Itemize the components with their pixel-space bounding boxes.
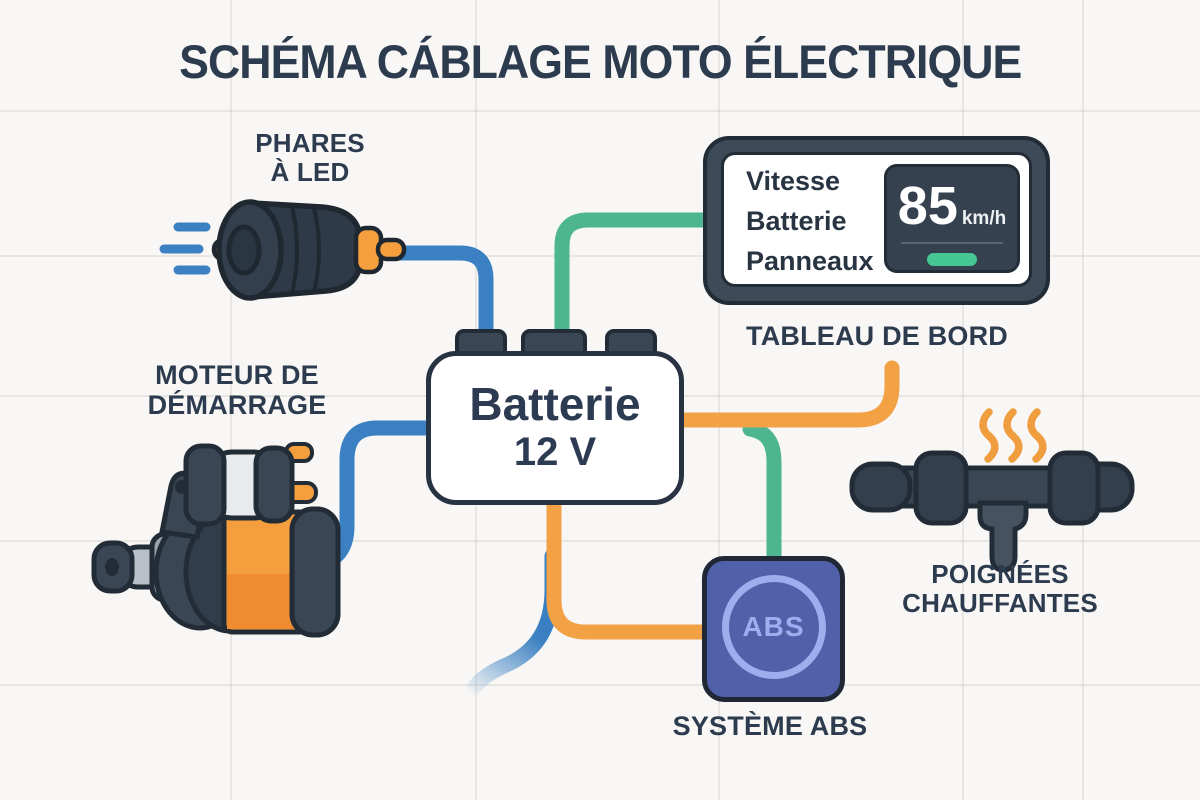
battery-voltage: 12 V <box>513 430 597 475</box>
abs-module-box: ABS <box>702 556 845 702</box>
battery-name: Batterie <box>469 377 641 430</box>
screen-indicator-pill <box>927 253 977 266</box>
battery-box: Batterie 12 V <box>426 351 684 505</box>
speed-screen: 85 km/h <box>884 164 1020 273</box>
heated-grips-icon <box>849 408 1135 573</box>
speed-value: 85 <box>897 176 958 236</box>
page-title: SCHÉMA CÁBLAGE MOTO ÉLECTRIQUE <box>178 35 1022 88</box>
speed-unit: km/h <box>961 208 1007 229</box>
speed-readout: 85 km/h <box>887 179 1017 233</box>
starter-motor-icon <box>91 442 341 638</box>
label-dashboard: TABLEAU DE BORD <box>746 321 1008 351</box>
dashboard-menu-item: Batterie <box>746 206 847 236</box>
wire-orange-grips <box>672 360 900 428</box>
dashboard-menu: Vitesse Batterie Panneaux <box>746 161 874 281</box>
label-heated-grips: POIGNÉES CHAUFFANTES <box>902 559 1098 618</box>
label-headlight: PHARES À LED <box>255 128 365 187</box>
dashboard-menu-item: Vitesse <box>746 166 841 196</box>
abs-badge-text: ABS <box>742 611 805 642</box>
dashboard-menu-item: Panneaux <box>746 246 874 276</box>
wire-blue-headlight <box>392 245 494 352</box>
wire-green-dashboard <box>554 212 720 348</box>
wire-blue-fading <box>466 548 560 696</box>
label-starter-motor: MOTEUR DE DÉMARRAGE <box>147 360 327 420</box>
abs-badge-icon: ABS <box>721 575 826 679</box>
wire-orange-abs <box>546 492 712 640</box>
dashboard-panel: Vitesse Batterie Panneaux 85 km/h <box>721 152 1032 287</box>
headlight-icon <box>159 199 407 301</box>
wire-green-abs <box>742 421 782 570</box>
screen-divider <box>901 242 1003 244</box>
diagram-title-wrap: SCHÉMA CÁBLAGE MOTO ÉLECTRIQUE <box>0 34 1200 89</box>
dashboard-box: Vitesse Batterie Panneaux 85 km/h <box>703 136 1050 305</box>
label-abs: SYSTÈME ABS <box>672 711 868 741</box>
